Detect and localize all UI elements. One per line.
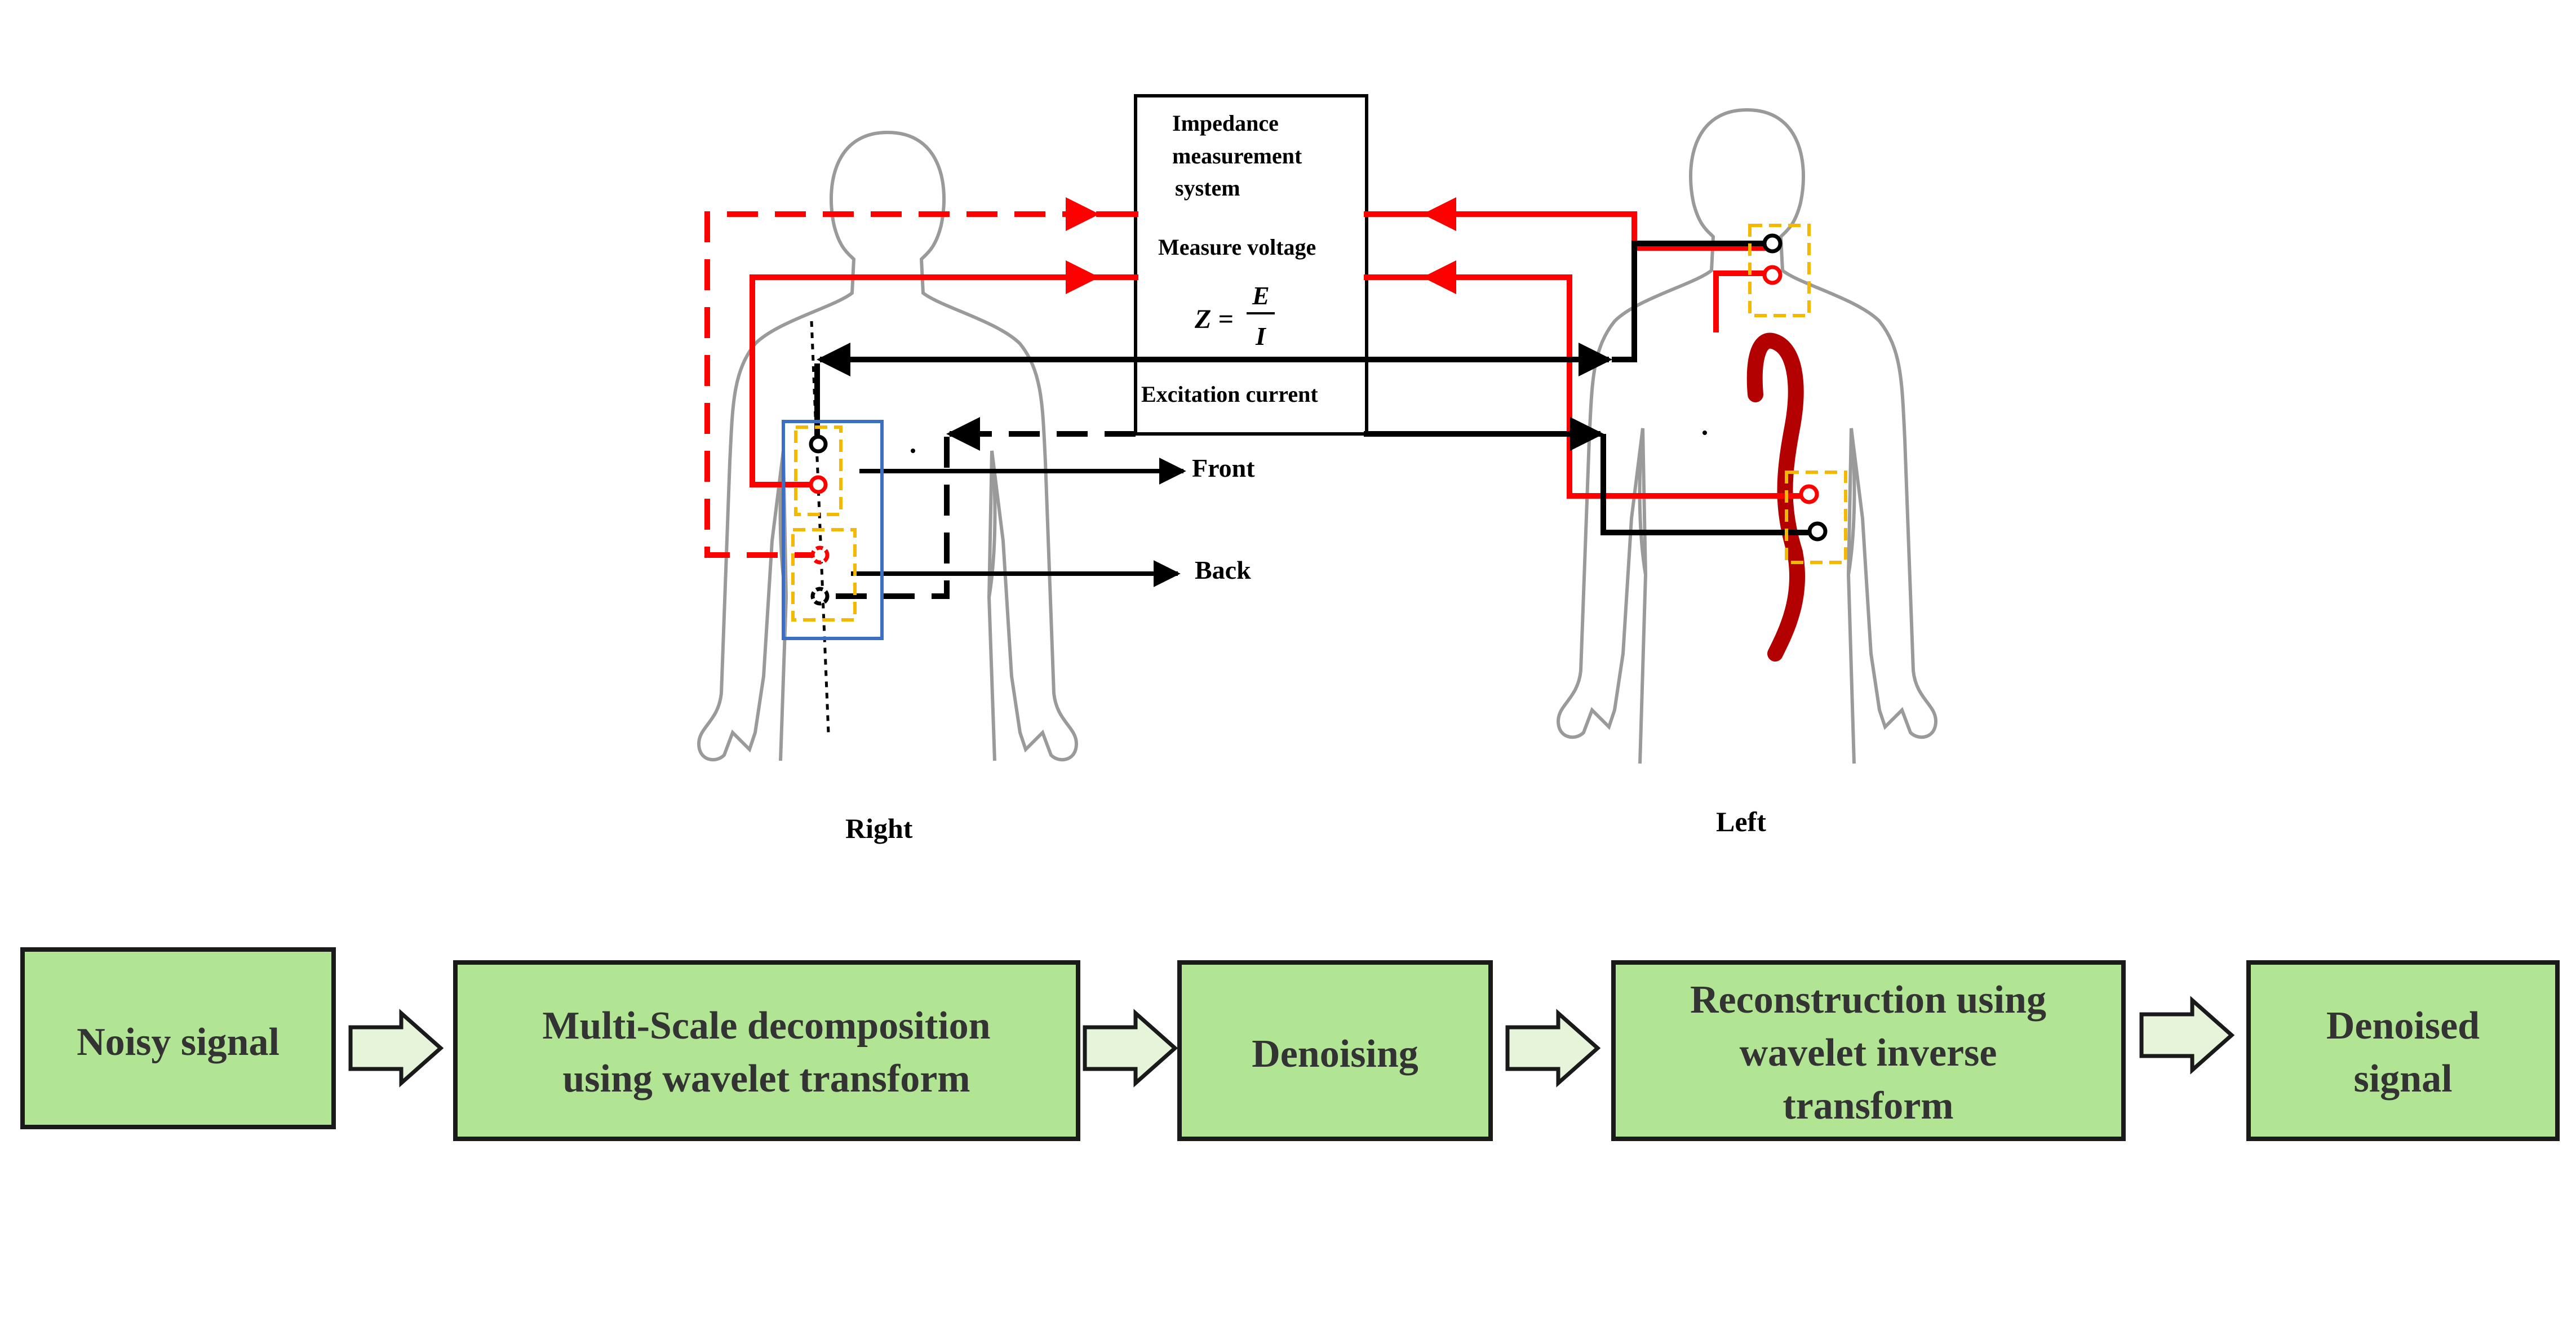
flow-text-denoised-2: signal [2353,1057,2452,1101]
blue-electrode-region [782,420,884,640]
nipple-dot-right [911,449,915,453]
right-label: Right [845,813,913,844]
svg-text:Z =: Z = [1194,304,1234,334]
front-label: Front [1192,454,1255,482]
impedance-system-box [1134,94,1368,436]
flow-text-recon-2: wavelet inverse [1740,1031,1997,1075]
black-dashed-wire [823,431,1136,599]
red-wire-left-abdomen [1422,260,1803,499]
flow-step-reconstruction [1611,960,2126,1141]
electrode-right-front-black [809,434,828,454]
electrode-left-neck-black [1762,233,1783,254]
measure-voltage-label: Measure voltage [1158,234,1316,260]
impedance-line-3: system [1175,175,1240,201]
flow-arrow-1 [348,1009,444,1088]
red-wire-left-neck [1713,270,1770,332]
left-body-outline [1556,108,1938,764]
flow-text-decomp-1: Multi-Scale decomposition [542,1004,990,1048]
yellow-box-right-front [794,425,843,516]
electrode-left-abdomen-black [1807,521,1828,542]
impedance-line-1: Impedance [1172,110,1279,136]
flow-step-denoising [1177,960,1493,1141]
red-wire-neck-top [1422,197,1778,251]
flow-text-noisy: Noisy signal [77,1021,280,1064]
excitation-current-label: Excitation current [1141,381,1318,407]
impedance-formula: Z = E I [1194,281,1275,351]
left-label: Left [1716,806,1766,837]
svg-text:E: E [1252,281,1270,310]
electrode-right-back-black [810,587,830,606]
yellow-box-left-neck [1748,224,1811,317]
electrode-left-neck-red [1762,265,1783,285]
electrode-left-abdomen-red [1799,484,1819,504]
flow-step-noisy-signal [20,947,336,1129]
black-wire-left-abdomen [1600,434,1815,535]
svg-text:I: I [1255,322,1267,351]
black-wire-neck [1612,241,1770,362]
back-label: Back [1195,556,1251,584]
flow-text-decomp-2: using wavelet transform [562,1057,970,1101]
red-dashed-wire [704,197,1099,558]
flow-arrow-4 [2139,996,2235,1075]
yellow-box-left-abdomen [1785,471,1847,564]
impedance-line-2: measurement [1172,143,1302,168]
electrode-right-back-red [810,545,830,565]
flow-arrow-3 [1505,1009,1601,1088]
flow-text-denoising: Denoising [1252,1032,1418,1076]
electrode-right-front-red [809,475,828,494]
artery-shape [1746,332,1805,662]
right-body-outline [697,131,1079,762]
flow-step-decomposition [453,960,1080,1141]
nipple-dot-left [1702,431,1707,435]
flow-text-denoised-1: Denoised [2326,1004,2480,1048]
flow-arrow-2 [1083,1009,1178,1088]
yellow-box-right-back [791,528,857,622]
flow-text-recon-1: Reconstruction using [1690,978,2046,1022]
flow-step-denoised-signal [2246,960,2560,1141]
flow-text-recon-3: transform [1783,1084,1953,1128]
denoising-flowchart: Noisy signal Multi-Scale decomposition u… [20,947,2560,1141]
